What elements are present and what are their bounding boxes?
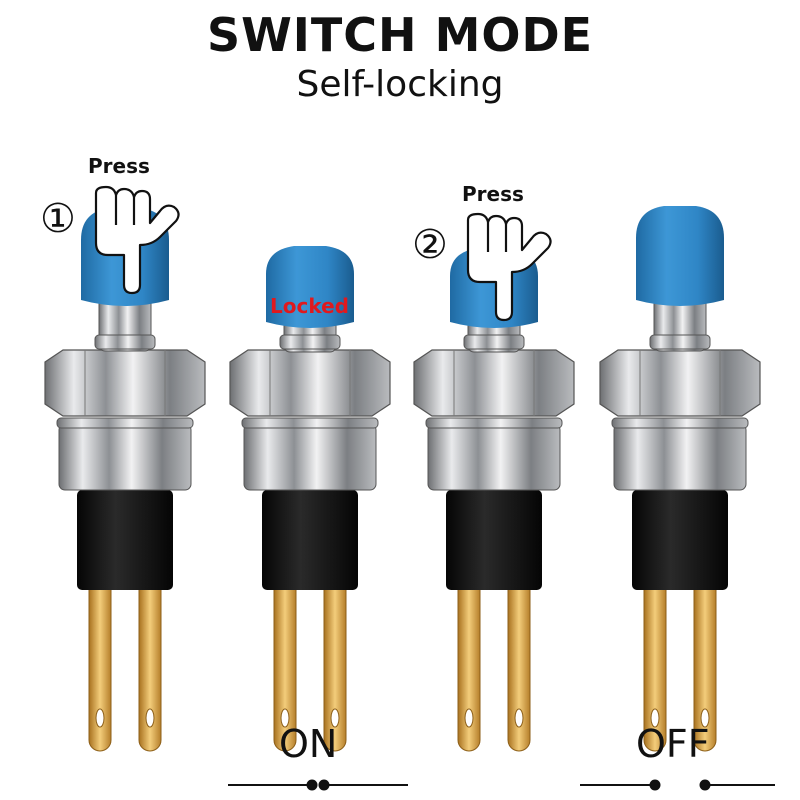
pointing-hand-icon bbox=[466, 212, 552, 322]
off-contact-symbol bbox=[580, 779, 775, 791]
page-subtitle: Self-locking bbox=[296, 64, 504, 105]
switch-4 bbox=[599, 206, 761, 752]
step-2-label: Press bbox=[462, 182, 524, 206]
on-contact-symbol bbox=[228, 779, 408, 791]
switch-3 bbox=[413, 248, 575, 752]
off-label: OFF bbox=[636, 722, 710, 766]
pointing-hand-icon bbox=[94, 185, 180, 295]
step-1-number: ① bbox=[40, 196, 76, 242]
page-title: SWITCH MODE bbox=[206, 8, 594, 62]
step-2-number: ② bbox=[412, 222, 448, 268]
step-1-label: Press bbox=[88, 154, 150, 178]
locked-label: Locked bbox=[270, 294, 349, 318]
switch-2 bbox=[229, 246, 391, 752]
on-label: ON bbox=[279, 722, 338, 766]
